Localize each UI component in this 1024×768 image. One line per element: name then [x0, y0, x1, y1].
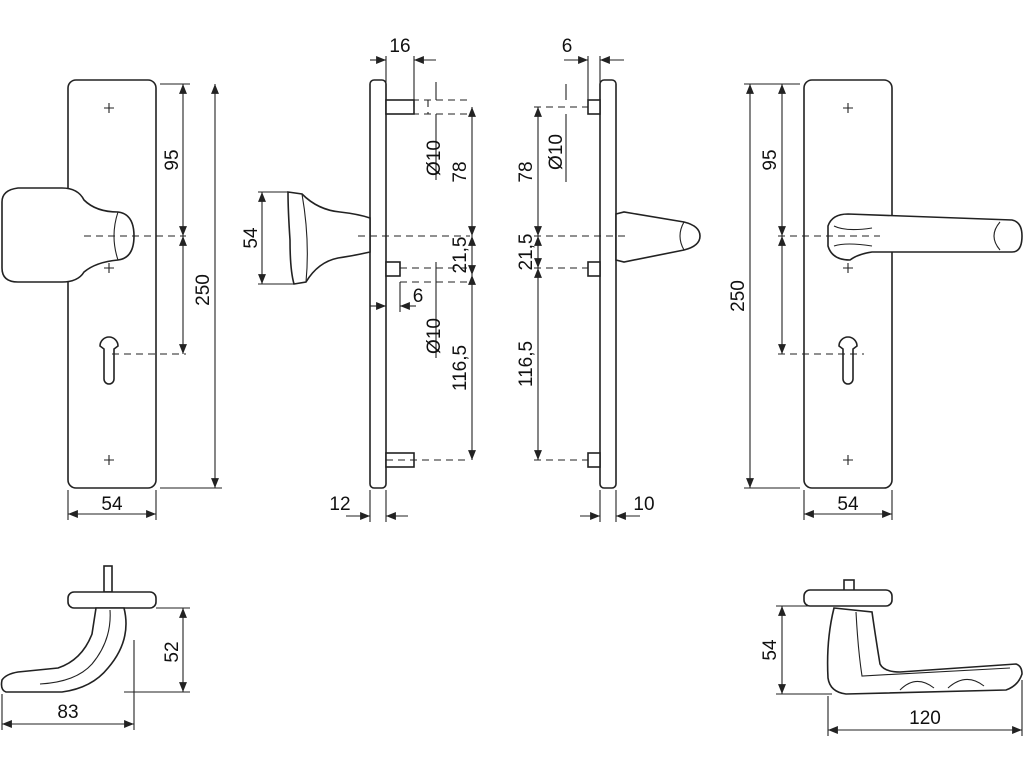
ext-10 [599, 490, 617, 522]
pin-mid [385, 261, 401, 277]
dim-label-dia-top: Ø10 [424, 140, 445, 176]
escutcheon-plate [67, 79, 157, 489]
dim-label-54-top: 54 [760, 639, 781, 661]
top-lever-inner [855, 611, 1011, 677]
side-knob-edge [301, 193, 308, 283]
dim-label-dia-lever: Ø10 [546, 134, 567, 170]
keyhole-cylinder-lever [838, 336, 858, 385]
side-plate [369, 79, 387, 489]
keyhole-cylinder [99, 336, 119, 385]
front-lever-tip [993, 221, 1001, 251]
top-lever-rose [803, 589, 893, 607]
side-knob [287, 191, 371, 285]
dim-label-116-5-lever: 116,5 [516, 341, 537, 387]
pin-mid-lever [587, 261, 601, 277]
dim-label-6-lever: 6 [562, 36, 573, 57]
side-plate-lever [599, 79, 617, 489]
screw-mark-mid [104, 263, 114, 273]
dim-label-12: 12 [329, 494, 350, 515]
dim-label-116-5: 116,5 [450, 345, 471, 391]
ext-16 [385, 56, 415, 100]
top-lever-handle [826, 607, 1023, 695]
dim-label-16: 16 [389, 36, 410, 57]
front-view-knob: 95 250 54 [1, 79, 222, 520]
lever-hole-lines [534, 106, 588, 461]
hole-dashes [399, 100, 429, 276]
dim-label-78-lever: 78 [516, 161, 537, 182]
dim-label-6-mid: 6 [413, 286, 424, 307]
screw-mark-bottom [104, 455, 114, 465]
pin-top-lever [587, 99, 601, 115]
ext-6-lever [587, 56, 601, 100]
screw-mark-bottom-lever [843, 455, 853, 465]
screw-mark-mid-lever [843, 263, 853, 273]
top-view-knob: 52 83 [0, 565, 190, 730]
top-view-lever: 54 120 [760, 579, 1023, 736]
escutcheon-plate-lever [803, 79, 893, 489]
top-knob-rose [67, 591, 157, 609]
ext-12 [369, 490, 387, 522]
pin-bottom-lever [587, 452, 601, 468]
dim-label-120: 120 [909, 708, 941, 729]
front-view-lever: 95 250 54 [728, 79, 1023, 520]
top-knob-inner [39, 609, 111, 685]
screw-mark-top [104, 103, 114, 113]
dim-label-250: 250 [193, 274, 214, 306]
dim-label-83: 83 [57, 702, 78, 723]
dim-label-21-5-lever: 21,5 [516, 234, 537, 271]
dim-label-10: 10 [633, 494, 654, 515]
ext-lever-54-top [776, 605, 832, 695]
side-view-knob: 16 Ø10 54 78 21,5 116,5 6 Ø10 12 [241, 36, 476, 522]
dim-label-95: 95 [162, 149, 183, 170]
ext-lever-250 [744, 83, 800, 489]
screw-mark-top-lever [843, 103, 853, 113]
dim-label-dia-mid: Ø10 [424, 318, 445, 354]
side-view-lever: 6 Ø10 78 21,5 116,5 10 [516, 36, 701, 522]
dim-label-78: 78 [450, 161, 471, 182]
top-lever-grip [899, 678, 985, 691]
dim-label-54-side: 54 [241, 227, 262, 249]
dim-label-21-5: 21,5 [450, 237, 471, 274]
dim-label-52: 52 [162, 641, 183, 662]
pin-top [385, 99, 415, 115]
front-lever-rose [833, 225, 873, 247]
lever-tip-line [679, 221, 685, 251]
top-knob-spindle [103, 565, 113, 593]
dim-label-54: 54 [101, 494, 123, 515]
top-knob-handle [0, 607, 127, 693]
side-lever [615, 211, 701, 263]
dim-label-54-lever: 54 [837, 494, 859, 515]
dim-label-95-lever: 95 [760, 149, 781, 170]
front-lever [827, 213, 1023, 261]
dim-label-250-lever: 250 [728, 280, 749, 312]
